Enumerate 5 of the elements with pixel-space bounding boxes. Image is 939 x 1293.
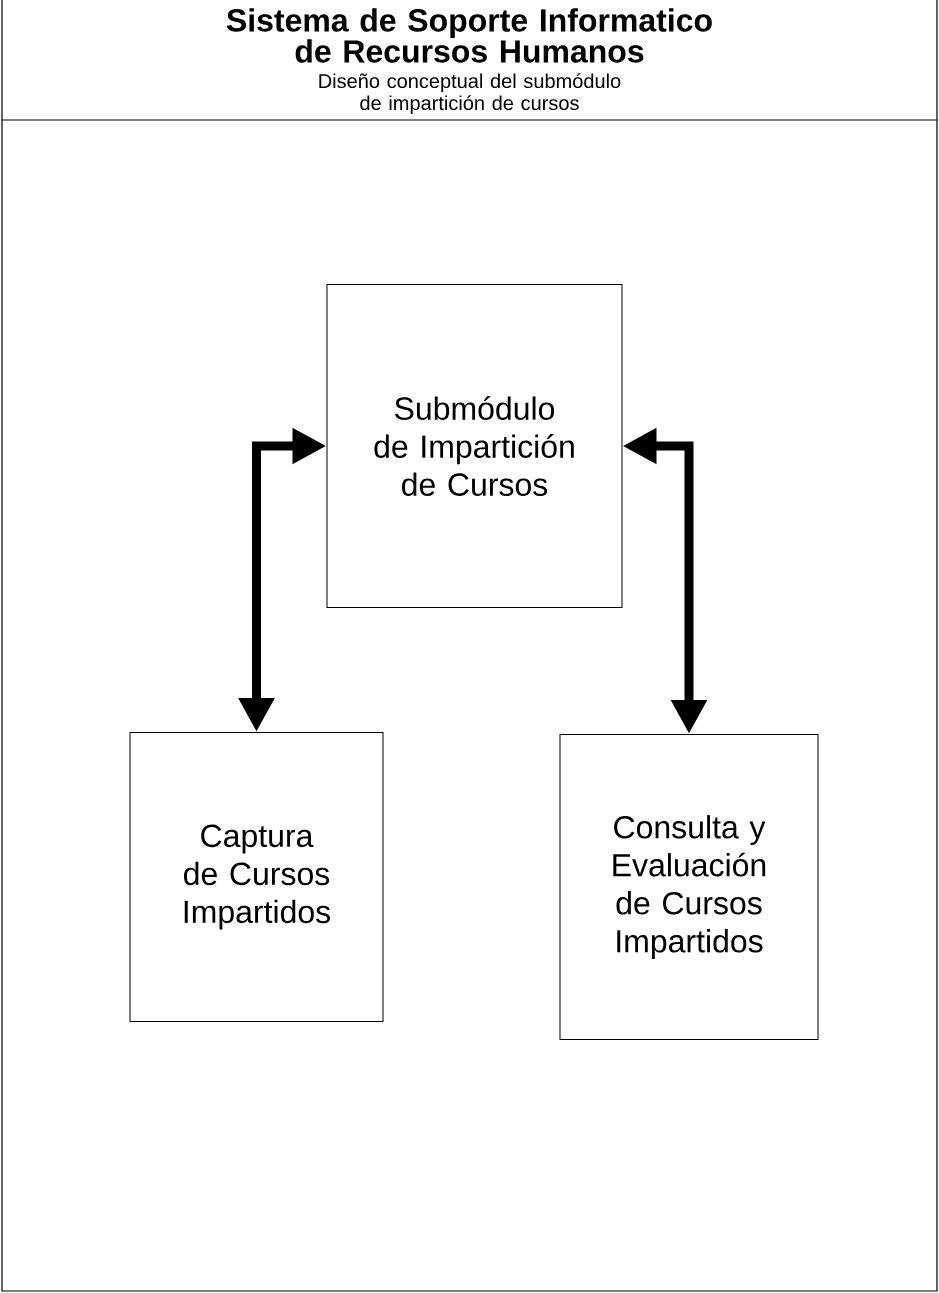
module-box: Consulta y Evaluación de Cursos Impartidos — [559, 734, 819, 1040]
module-box: Submódulo de Impartición de Cursos — [326, 284, 623, 608]
subtitle: Diseño conceptual del submódulo de impartición de cursos — [319, 73, 621, 115]
module-box: Captura de Cursos Impartidos — [129, 732, 384, 1022]
title: Sistema de Soporte Informatico de Recursos Humanos — [226, 8, 712, 63]
